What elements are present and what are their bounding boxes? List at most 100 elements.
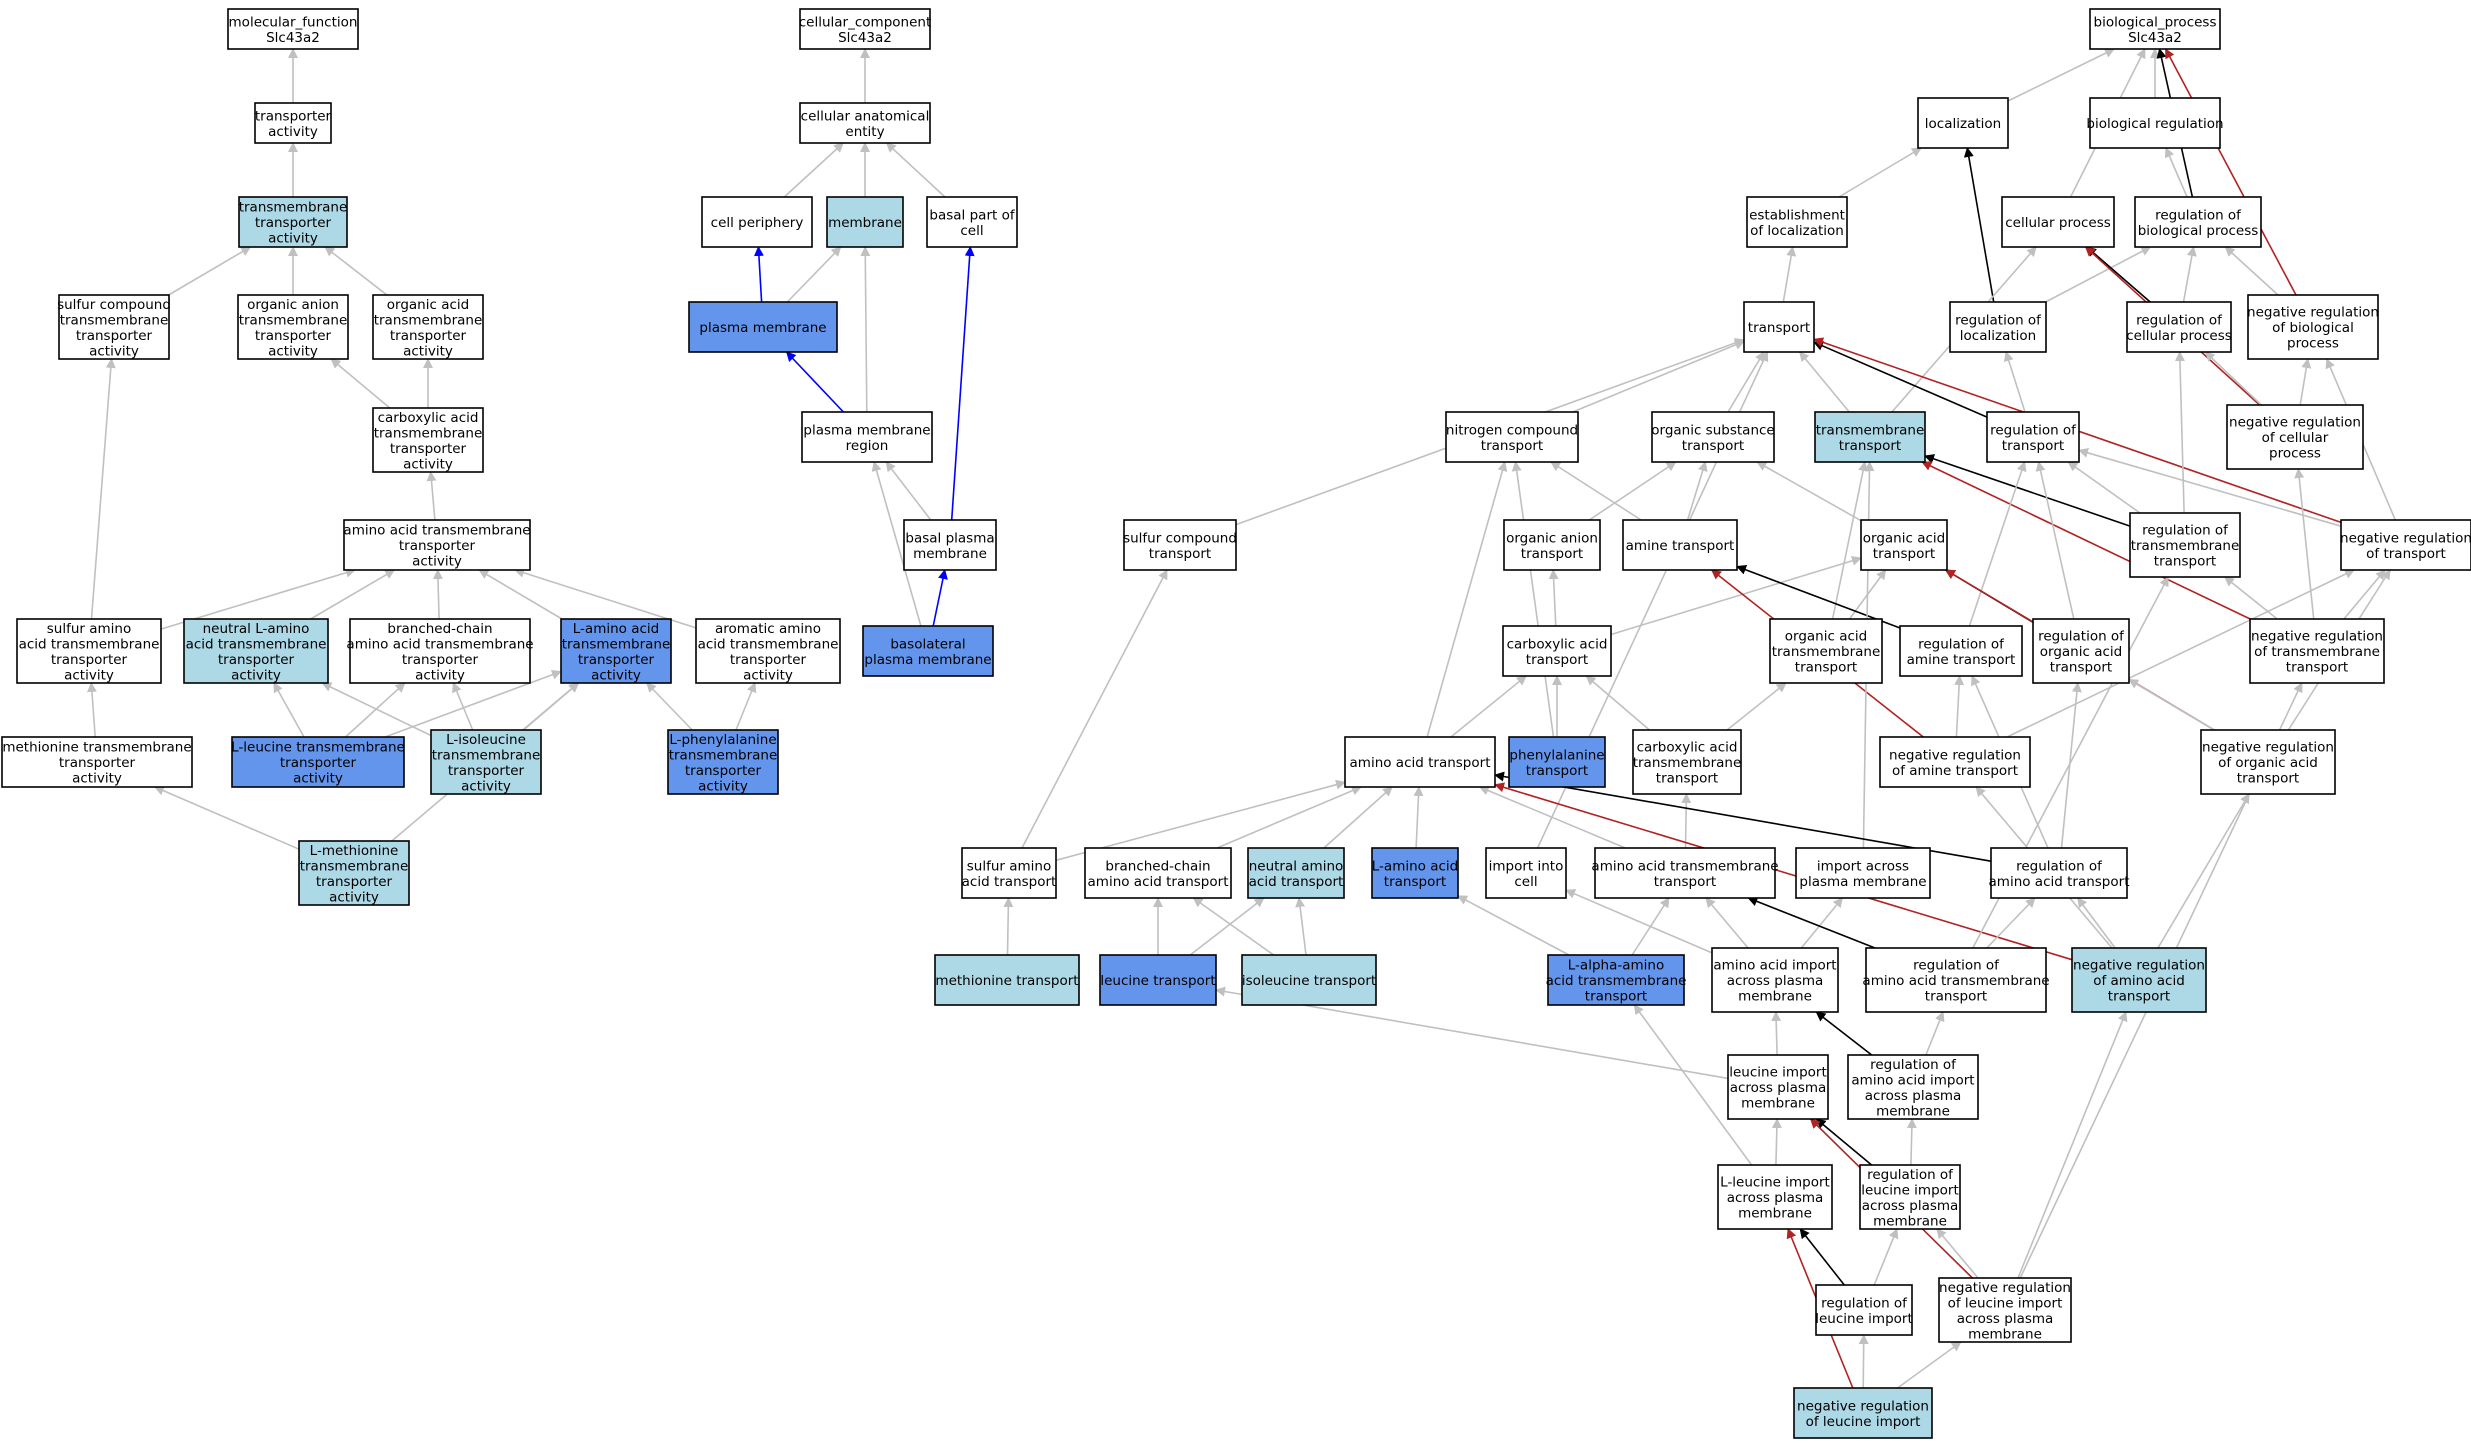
edge-line <box>735 682 757 731</box>
go-term-label: across plasma <box>1727 1190 1824 1206</box>
edge-oant-to-ost <box>1588 461 1677 521</box>
edge-line <box>2164 48 2297 296</box>
go-term-label: process <box>2269 446 2321 462</box>
go-term-aat: amino acid transport <box>1344 736 1496 788</box>
edge-cat-to-oant <box>1548 569 1559 627</box>
edge-raatmt-to-aatmt <box>1747 896 1876 949</box>
edge-roat-to-rt <box>2035 461 2075 620</box>
edge-line <box>1450 675 1527 738</box>
edge-nrleuiapm-to-nraat <box>2017 1011 2128 1279</box>
edge-line <box>1799 351 1850 413</box>
go-term-box <box>1949 301 2047 353</box>
edge-line <box>885 461 932 521</box>
edge-line <box>1548 569 1559 627</box>
go-term-box <box>1 736 193 788</box>
go-term-label: activity <box>268 124 318 140</box>
edge-line <box>1511 461 1555 738</box>
edge-line <box>2003 351 2026 413</box>
go-term-label: activity <box>89 343 139 359</box>
edge-mett-to-saat <box>1003 897 1014 956</box>
go-term-label: transport <box>2286 660 2348 676</box>
go-term-box <box>667 729 779 795</box>
go-term-label: transporter <box>448 763 525 779</box>
go-term-label: cell <box>960 223 983 239</box>
go-term-label: of amino acid <box>2093 973 2185 989</box>
go-term-label: regulation of <box>1867 1167 1954 1183</box>
edge-rtmt-to-rcp <box>2174 351 2185 514</box>
go-term-label: across plasma <box>1865 1088 1962 1104</box>
go-term-box <box>1795 847 1931 899</box>
edge-cat-to-oact <box>1610 555 1862 636</box>
go-term-label: amine transport <box>1626 538 1735 554</box>
go-term-label: transport <box>1521 546 1583 562</box>
edge-line <box>452 682 474 731</box>
go-term-box <box>16 618 162 684</box>
go-term-label: transport <box>1149 546 1211 562</box>
edge-bpc-to-cae <box>885 142 946 198</box>
go-term-label: transport <box>2050 660 2112 676</box>
go-term-label: transmembrane <box>1633 755 1742 771</box>
go-term-leut: leucine transport <box>1099 954 1217 1006</box>
go-term-label: membrane <box>828 215 902 231</box>
go-term-label: negative regulation <box>2251 629 2383 645</box>
go-term-box <box>2001 196 2115 248</box>
go-term-label: negative regulation <box>2229 415 2361 431</box>
go-term-label: L-alpha-amino <box>1568 958 1664 974</box>
go-term-label: transporter <box>316 874 393 890</box>
go-term-box <box>1622 519 1738 571</box>
go-term-label: transporter <box>685 763 762 779</box>
edge-line <box>330 358 391 409</box>
go-term-label: cellular anatomical <box>801 108 930 124</box>
node-layer: molecular_functionSlc43a2transporteracti… <box>1 8 2471 1439</box>
edge-line <box>426 471 437 521</box>
go-term-amt: amine transport <box>1622 519 1738 571</box>
go-term-box <box>2200 729 2336 795</box>
edge-rt-to-transport <box>1813 341 1988 418</box>
edge-line <box>1633 1004 1753 1166</box>
edge-nraat-to-nroat <box>2157 793 2250 949</box>
edge-aatmt-to-aat <box>1478 785 1626 849</box>
edge-line <box>344 682 406 738</box>
go-term-label: of organic acid <box>2218 755 2318 771</box>
go-term-label: transport <box>1839 438 1901 454</box>
go-term-label: cellular process <box>2005 215 2111 231</box>
go-term-label: transport <box>1384 874 1446 890</box>
go-term-label: membrane <box>1873 1213 1947 1229</box>
edge-line <box>86 682 97 738</box>
go-term-box <box>1717 1164 1833 1230</box>
go-term-label: regulation of <box>1913 958 2000 974</box>
go-term-box <box>1485 847 1567 899</box>
edge-lleui-to-laatmt <box>1633 1004 1753 1166</box>
go-term-label: transporter <box>390 441 467 457</box>
go-term-label: acid transmembrane <box>186 636 327 652</box>
go-term-label: sulfur compound <box>1123 530 1237 546</box>
go-term-box <box>560 618 672 684</box>
go-term-label: regulation of <box>1918 636 2005 652</box>
go-term-label: transmembrane <box>2131 538 2240 554</box>
go-term-box <box>1594 847 1776 899</box>
go-term-label: regulation of <box>2016 858 2103 874</box>
go-term-label: across plasma <box>1730 1080 1827 1096</box>
edge-cxta-to-oatta <box>330 358 391 409</box>
edge-lmet-to-meta <box>153 785 300 850</box>
edge-line <box>168 246 252 296</box>
go-term-label: phenylalanine <box>1509 747 1604 763</box>
go-term-box <box>1084 847 1232 899</box>
go-term-label: transmembrane <box>669 747 778 763</box>
go-term-box <box>1769 618 1883 684</box>
go-term-label: methionine transport <box>935 973 1078 989</box>
edge-raat-to-aat <box>1494 771 1992 862</box>
